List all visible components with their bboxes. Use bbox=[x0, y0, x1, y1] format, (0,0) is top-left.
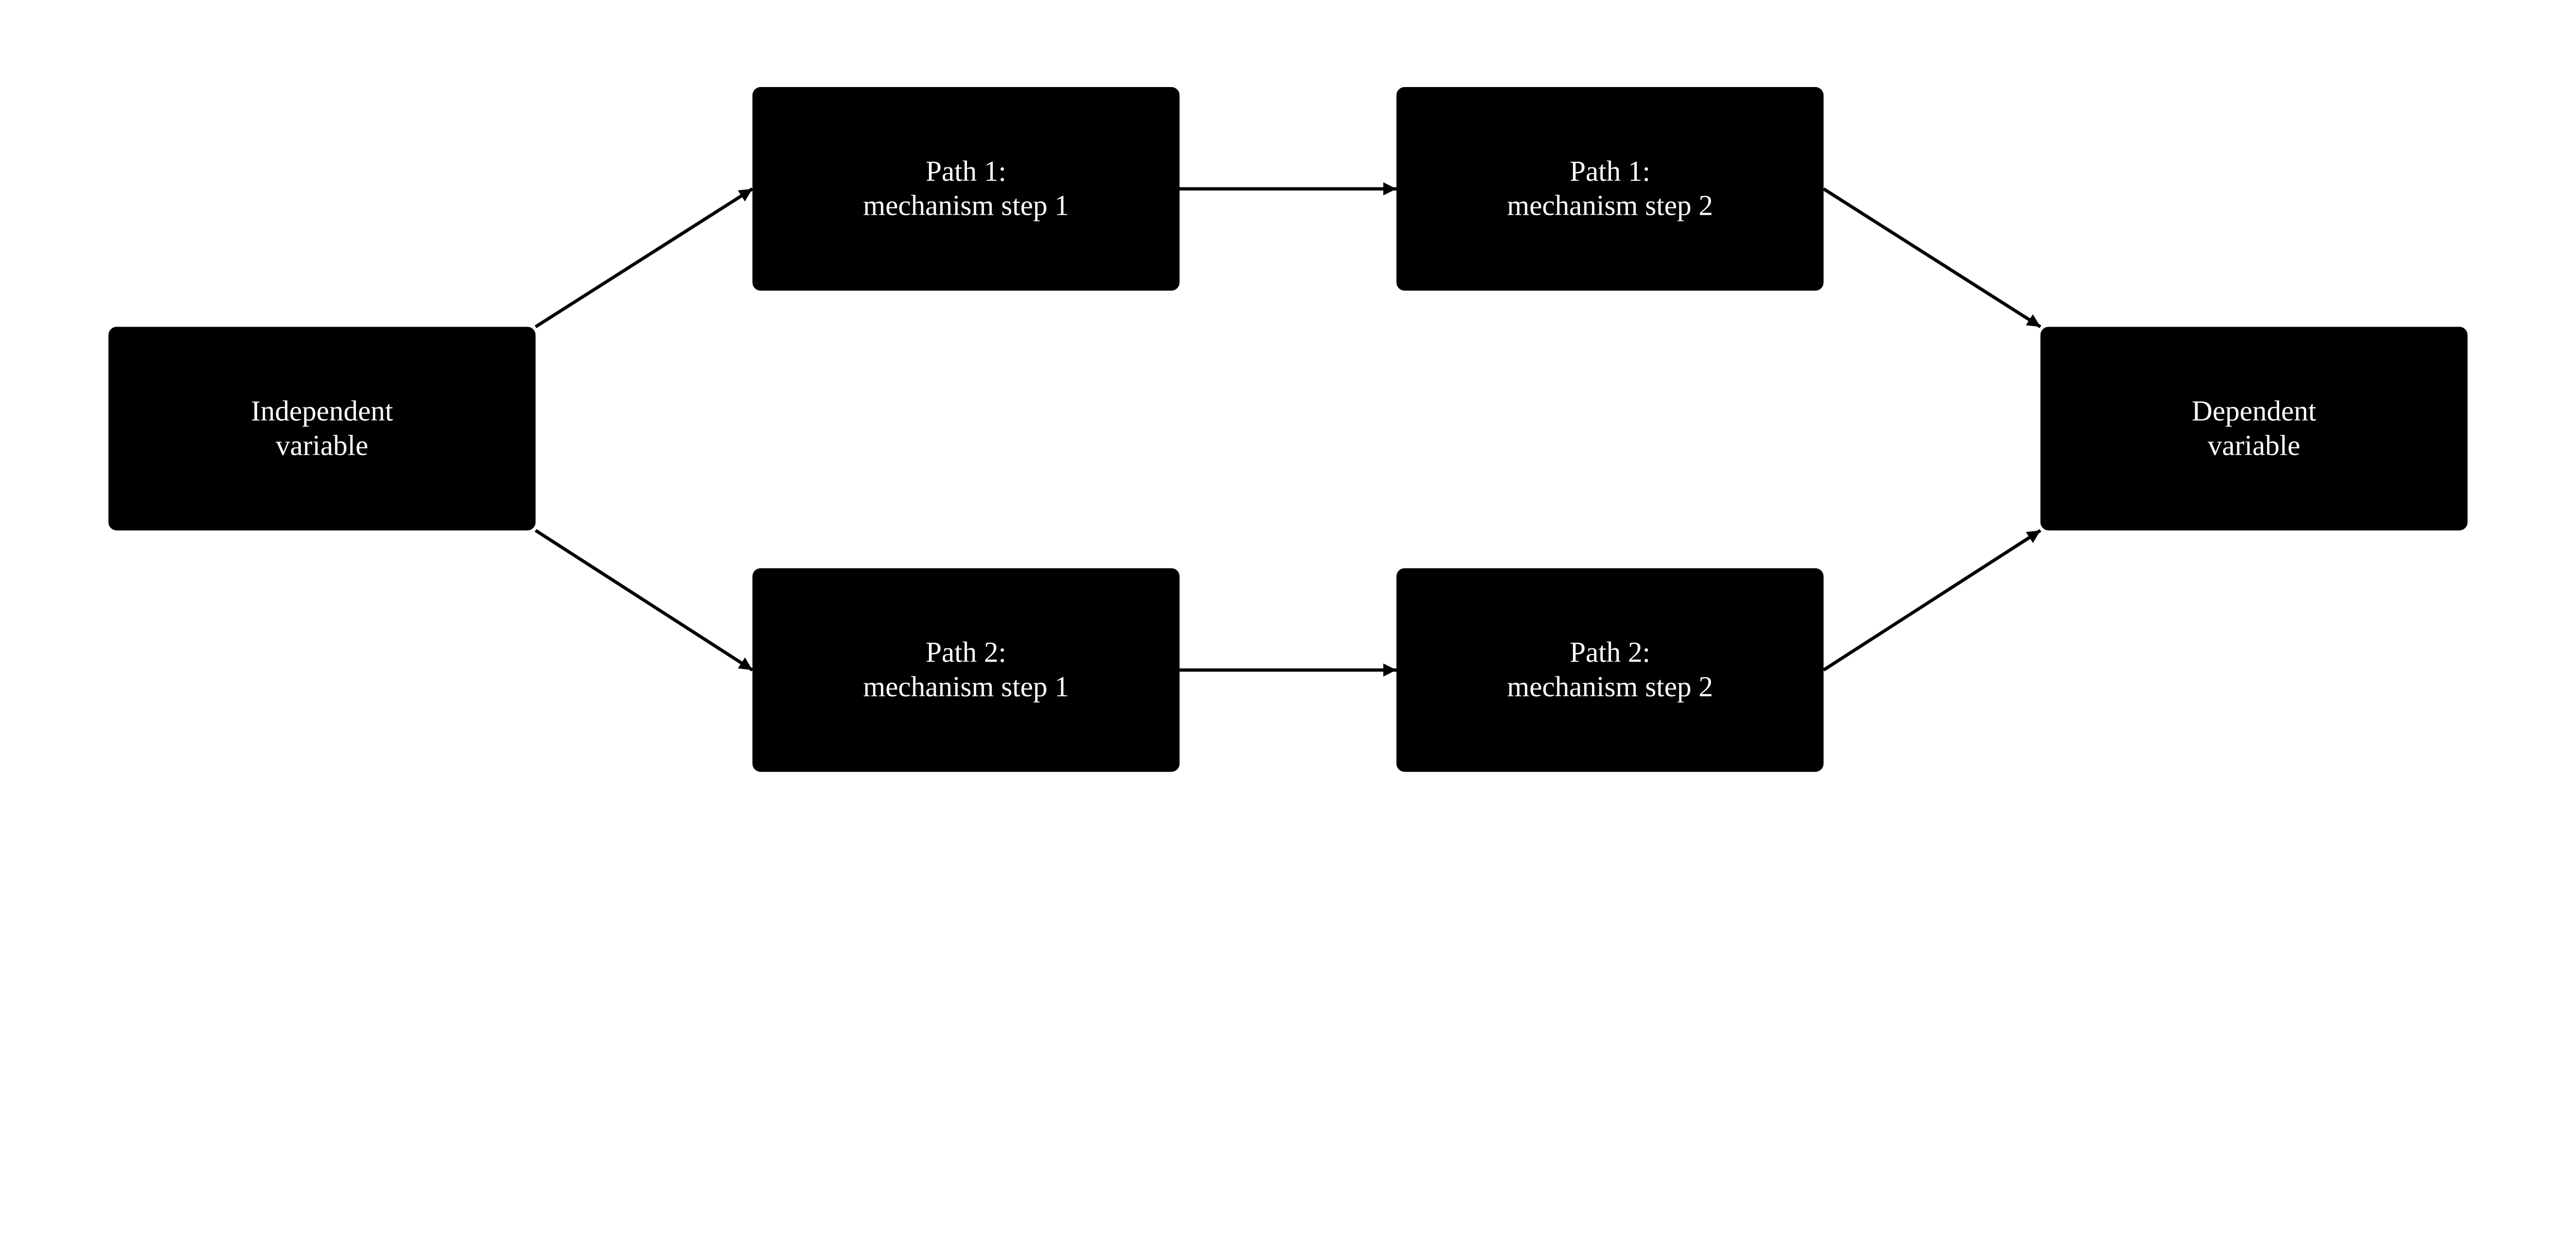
node-label-line2: variable bbox=[276, 430, 368, 461]
node-label-line2: variable bbox=[2208, 430, 2300, 461]
node-p1s2: Path 1:mechanism step 2 bbox=[1396, 87, 1824, 291]
node-box bbox=[1396, 87, 1824, 291]
node-box bbox=[2040, 327, 2468, 530]
node-label-line1: Dependent bbox=[2192, 395, 2316, 427]
node-label-line1: Path 1: bbox=[926, 156, 1007, 187]
arrow-p2s2-to-dv bbox=[1822, 529, 2042, 672]
node-box bbox=[1396, 568, 1824, 772]
node-label-line2: mechanism step 1 bbox=[863, 190, 1069, 222]
arrow-iv-to-p2s1 bbox=[534, 529, 754, 672]
node-label-line2: mechanism step 2 bbox=[1507, 190, 1713, 222]
edges-group bbox=[534, 182, 2042, 677]
node-label-line1: Independent bbox=[251, 395, 393, 427]
arrow-p1s2-to-dv bbox=[1822, 187, 2042, 329]
node-p2s1: Path 2:mechanism step 1 bbox=[752, 568, 1180, 772]
node-label-line1: Path 1: bbox=[1570, 156, 1651, 187]
node-p1s1: Path 1:mechanism step 1 bbox=[752, 87, 1180, 291]
node-box bbox=[108, 327, 536, 530]
node-label-line1: Path 2: bbox=[1570, 637, 1651, 668]
node-label-line2: mechanism step 2 bbox=[1507, 671, 1713, 703]
node-p2s2: Path 2:mechanism step 2 bbox=[1396, 568, 1824, 772]
node-label-line2: mechanism step 1 bbox=[863, 671, 1069, 703]
arrow-iv-to-p1s1 bbox=[534, 187, 754, 329]
node-box bbox=[752, 568, 1180, 772]
node-box bbox=[752, 87, 1180, 291]
node-label-line1: Path 2: bbox=[926, 637, 1007, 668]
